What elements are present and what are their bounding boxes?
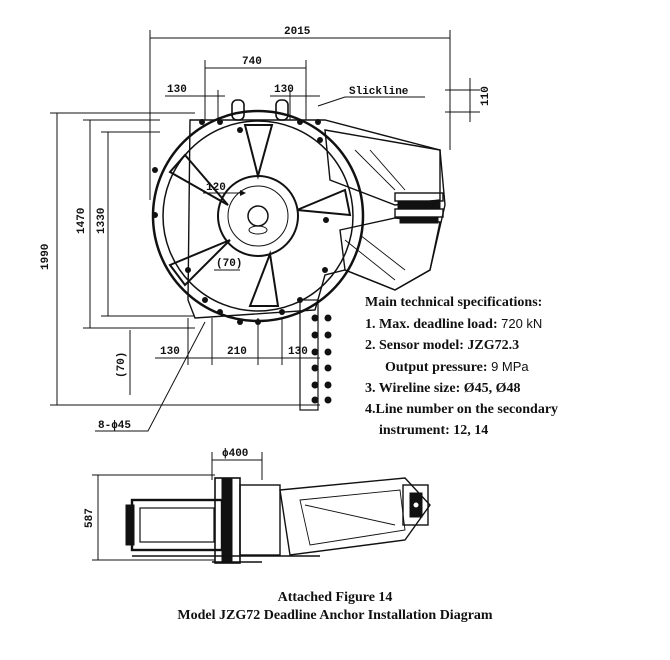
dim-210: 210 xyxy=(227,346,247,358)
figure-caption: Model JZG72 Deadline Anchor Installation… xyxy=(177,608,493,623)
spec-wireline-size: 3. Wireline size: Ø45, Ø48 xyxy=(365,381,521,396)
anchor-side-view xyxy=(92,452,431,564)
dim-phi400: ϕ400 xyxy=(222,448,248,460)
spec-output-pressure: Output pressure: 9 MPa xyxy=(385,359,529,375)
dim-70-inner: (70) xyxy=(216,258,242,270)
dim-holes: 8-ϕ45 xyxy=(98,420,131,432)
dim-total-width: 2015 xyxy=(284,26,311,38)
technical-specifications: Main technical specifications: 1. Max. d… xyxy=(365,292,665,441)
spec-sensor-model: 2. Sensor model: JZG72.3 xyxy=(365,338,520,353)
figure-number: Attached Figure 14 xyxy=(277,590,393,605)
dim-top-left-130: 130 xyxy=(167,84,187,96)
dim-740: 740 xyxy=(242,56,262,68)
spec-line-number-cont: instrument: 12, 14 xyxy=(379,423,489,438)
dim-587: 587 xyxy=(84,508,96,528)
dim-110: 110 xyxy=(480,86,492,106)
spec-max-load: 1. Max. deadline load: 720 kN xyxy=(365,316,543,332)
slickline-label: Slickline xyxy=(349,86,409,98)
anchor-top-view xyxy=(151,99,446,411)
spec-line-number: 4.Line number on the secondary xyxy=(365,402,559,417)
specs-title: Main technical specifications: xyxy=(365,295,543,310)
dim-height-1470: 1470 xyxy=(76,208,88,234)
dim-120: 120 xyxy=(206,182,226,194)
dimension-lines xyxy=(50,30,480,432)
dim-height-1990: 1990 xyxy=(40,244,52,270)
dim-70-left: (70) xyxy=(116,352,128,378)
dim-top-right-130: 130 xyxy=(274,84,294,96)
dim-height-1330: 1330 xyxy=(96,208,108,234)
dim-bottom-right-130: 130 xyxy=(288,346,308,358)
bolt-holes xyxy=(152,119,332,404)
dim-bottom-left-130: 130 xyxy=(160,346,180,358)
